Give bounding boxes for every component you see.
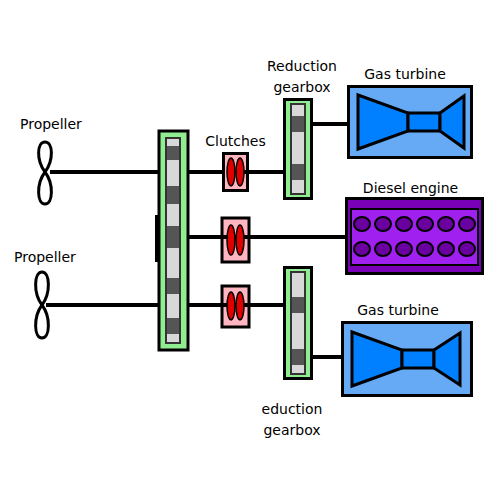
gearbox-fill	[283, 266, 313, 380]
gear-column	[291, 272, 305, 374]
compressor	[352, 332, 402, 386]
component-heading: Diesel engine	[363, 178, 458, 199]
cylinder	[354, 242, 370, 256]
clutch-plate	[236, 225, 244, 255]
cylinder	[417, 217, 433, 231]
clutch-plate	[227, 158, 235, 186]
component-heading: Reduction gearbox	[257, 56, 347, 98]
cylinder	[417, 242, 433, 256]
clutch-plate	[227, 292, 235, 320]
gear-tooth	[292, 297, 304, 313]
component-heading: Gas turbine	[364, 64, 446, 85]
propeller-symbol	[36, 272, 49, 338]
diesel-engine: Diesel engine	[345, 197, 484, 275]
cylinder	[375, 242, 391, 256]
component-heading: Clutches	[205, 131, 266, 152]
shaft-connector	[313, 122, 347, 126]
cylinder	[459, 242, 475, 256]
main-gearbox	[159, 131, 188, 350]
gear-tooth	[167, 186, 179, 204]
cylinders	[354, 217, 475, 256]
clutch-box: Clutches	[222, 152, 249, 192]
cylinder	[375, 217, 391, 231]
turbine	[434, 333, 460, 385]
turbine-symbol	[358, 95, 464, 149]
clutch-box	[222, 218, 249, 262]
cylinder	[354, 217, 370, 231]
propeller-symbol	[39, 142, 52, 204]
clutch-plates	[227, 158, 244, 320]
turbine	[440, 96, 464, 148]
combustor	[402, 350, 434, 368]
propeller-shaft	[46, 303, 160, 307]
part-label: Propeller	[14, 248, 76, 266]
clutch-plate	[236, 158, 244, 186]
clutch-plate	[227, 225, 235, 255]
cylinder	[459, 217, 475, 231]
gear-tooth	[292, 349, 304, 365]
clutch-box	[222, 286, 249, 327]
turbine-fill	[341, 321, 473, 397]
shaft-connector	[313, 355, 341, 359]
gear-tooth	[167, 146, 179, 160]
clutch-fill	[222, 152, 249, 192]
gear-column	[166, 138, 180, 343]
cylinder	[396, 217, 412, 231]
component-heading: Gas turbine	[357, 300, 439, 321]
cylinder	[438, 242, 454, 256]
gear-column	[291, 104, 305, 194]
propeller-shaft	[50, 170, 160, 174]
gear-tooth	[167, 318, 179, 334]
shaft-connector	[249, 170, 283, 174]
clutch-plate	[236, 292, 244, 320]
cylinder	[438, 217, 454, 231]
gas-turbine: Gas turbine	[347, 85, 473, 159]
compressor	[358, 95, 408, 149]
part-label: Propeller	[20, 115, 82, 133]
gear-teeth	[167, 146, 179, 334]
reduction-gearbox: eduction gearbox	[283, 266, 313, 380]
gas-turbine: Gas turbine	[341, 321, 473, 397]
combustor	[408, 113, 440, 131]
reduction-gearbox: Reduction gearbox	[283, 98, 313, 200]
gearbox-fill	[283, 98, 313, 200]
turbine-fill	[347, 85, 473, 159]
gear-tooth	[292, 164, 304, 180]
diesel-fill	[345, 197, 484, 275]
gear-tooth	[167, 278, 179, 294]
gear-tooth	[292, 116, 304, 132]
engine-block	[351, 209, 478, 265]
cylinder	[396, 242, 412, 256]
turbine-symbol	[352, 332, 460, 386]
gear-tooth	[167, 226, 179, 248]
component-heading: eduction gearbox	[247, 399, 337, 441]
